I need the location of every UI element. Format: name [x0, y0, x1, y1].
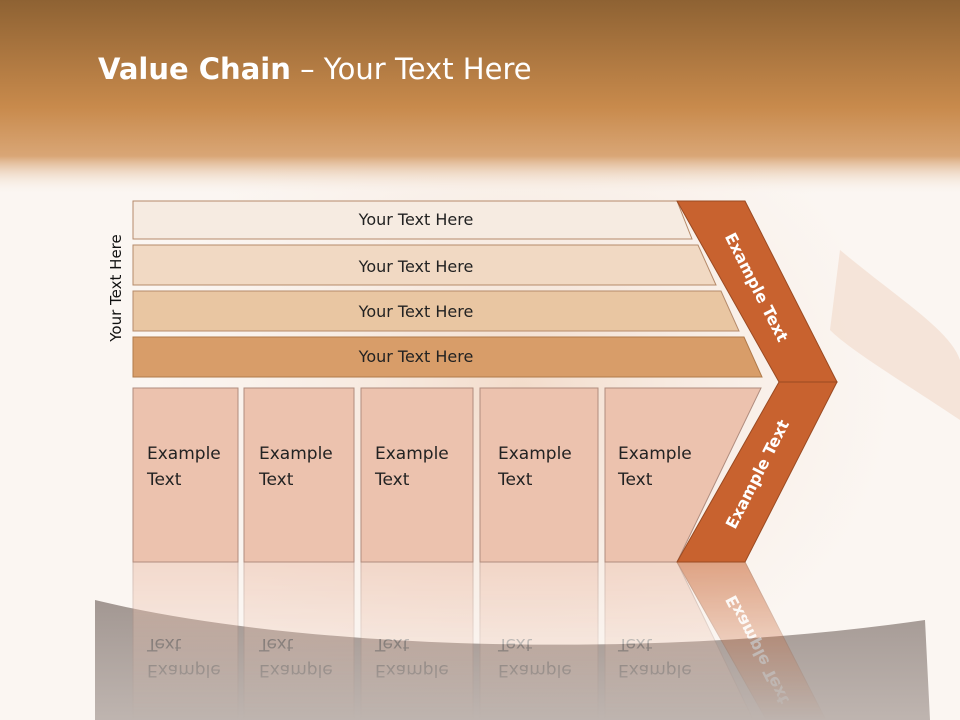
activity-box-2-line2: Text	[258, 470, 294, 490]
support-bar-1-label: Your Text Here	[358, 210, 474, 229]
support-bar-4-label: Your Text Here	[358, 347, 474, 366]
activity-box-1-line2: Text	[146, 470, 182, 490]
activity-box-3: Example Text	[360, 387, 474, 563]
activity-box-4-line2: Text	[497, 470, 533, 490]
support-bar-4	[132, 336, 763, 378]
support-bar-3-label: Your Text Here	[358, 302, 474, 321]
reflection-box-3-line2: Text	[374, 634, 410, 654]
reflection-box-4-line2: Text	[497, 634, 533, 654]
reflection-box-1-line2: Text	[146, 634, 182, 654]
activity-box-5-line1: Example	[618, 444, 692, 464]
support-bar-2	[132, 244, 717, 286]
reflection-box-3-line1: Example	[375, 660, 449, 680]
slide-title: Value Chain – Your Text Here	[98, 52, 532, 86]
support-bar-1	[132, 200, 693, 240]
activity-box-2: Example Text	[243, 387, 355, 563]
support-bar-3	[132, 290, 740, 332]
support-bar-2-label: Your Text Here	[358, 257, 474, 276]
slide-title-rest: – Your Text Here	[290, 52, 532, 86]
activity-box-5: Example Text	[604, 387, 762, 563]
reflection-box-4-line1: Example	[498, 660, 572, 680]
activity-box-5-line2: Text	[617, 470, 653, 490]
reflection-box-2-line2: Text	[258, 634, 294, 654]
activity-box-2-line1: Example	[259, 444, 333, 464]
diagram-reflection: Example Text Example Text Example Text E…	[132, 561, 827, 720]
reflection-box-5-line2: Text	[617, 634, 653, 654]
activity-box-3-line1: Example	[375, 444, 449, 464]
activity-box-1-line1: Example	[147, 444, 221, 464]
slide-title-bold: Value Chain	[98, 52, 291, 86]
activity-box-3-line2: Text	[374, 470, 410, 490]
reflection-box-1-line1: Example	[147, 660, 221, 680]
activity-box-4: Example Text	[479, 387, 599, 563]
activity-box-4-line1: Example	[498, 444, 572, 464]
main-diagram: Your Text Here Your Text Here Your Text …	[132, 200, 838, 563]
reflection-box-2-line1: Example	[259, 660, 333, 680]
activity-box-1: Example Text	[132, 387, 239, 563]
reflection-box-5-line1: Example	[618, 660, 692, 680]
